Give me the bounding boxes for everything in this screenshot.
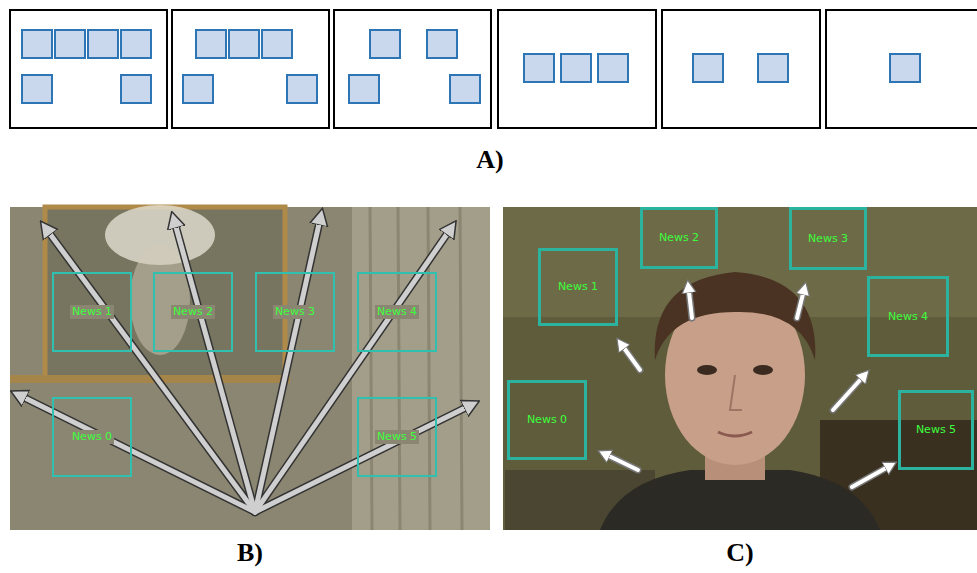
news-label: News 0 [525,413,569,426]
face-photo [503,207,977,530]
news-box: News 5 [357,397,437,477]
news-box: News 0 [52,397,132,477]
panel-label: A) [476,145,503,175]
panel-label: C) [726,538,753,568]
direction-arrows [609,292,886,487]
news-label: News 5 [375,430,419,443]
gaze-arrows [25,224,465,512]
news-box: News 2 [640,207,718,269]
news-label: News 4 [886,310,930,323]
news-label: News 3 [273,305,317,318]
news-label: News 0 [70,430,114,443]
layout-squares [22,30,920,103]
news-label: News 2 [657,231,701,244]
news-box: News 0 [507,380,587,460]
news-label: News 4 [375,305,419,318]
news-label: News 3 [806,232,850,245]
news-box: News 3 [255,272,335,352]
news-box: News 4 [357,272,437,352]
news-box: News 2 [153,272,233,352]
news-label: News 1 [70,305,114,318]
news-box: News 3 [789,207,867,270]
news-label: News 2 [171,305,215,318]
news-box: News 1 [52,272,132,352]
news-label: News 5 [914,423,958,436]
news-box: News 5 [898,390,974,470]
news-box: News 1 [538,248,618,326]
layout-frames [10,10,977,128]
panel-label: B) [237,538,263,568]
news-label: News 1 [556,280,600,293]
wall-photo [10,205,490,530]
news-box: News 4 [867,276,949,357]
